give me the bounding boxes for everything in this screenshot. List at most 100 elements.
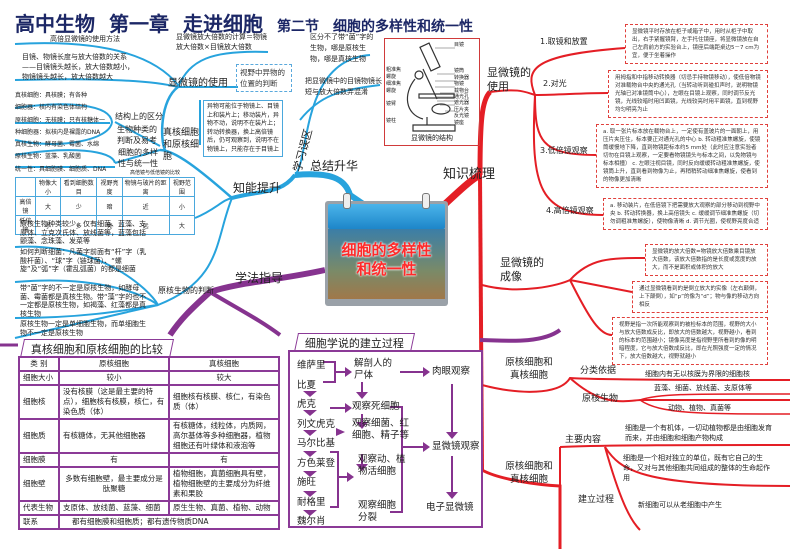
title-chapter: 第一章	[109, 12, 169, 36]
step: 观察细胞分裂	[358, 500, 397, 523]
table-row: 联系都有细胞膜和细胞质；都有遗传物质DNA	[18, 514, 280, 530]
microscope-icon	[406, 42, 456, 132]
td: 支原体、放线菌、蓝藻、细菌	[58, 500, 170, 516]
prok-label: 原核生物	[582, 394, 619, 404]
ability-item: 原核细胞：无核膜；只有核糖体一	[15, 116, 106, 124]
ability-item: 种细胞器：拟核内是裸露的DNA	[15, 128, 101, 136]
th: 物像大小	[34, 177, 62, 197]
th: 类 别	[18, 356, 60, 372]
scientist: 虎克	[297, 399, 317, 410]
mistake-fungus: 区分不了带“菌”字的生物，哪是原核生物，哪是真核生物	[310, 33, 374, 63]
ability-item: 原核生物：蓝藻、乳酸菌	[15, 153, 82, 161]
scientist: 魏尔肖	[297, 516, 326, 527]
process: 新细胞可以从老细胞中产生	[638, 501, 722, 509]
title-section: 第二节	[277, 19, 319, 35]
basis: 细胞内有无以核膜为界限的细胞核	[645, 370, 750, 378]
length-relation: 目镜、物镜长度与放大倍数的关系——目镜镜头越长，放大倍数越小，物镜镜头越长，放大…	[22, 53, 134, 81]
prok-example: 蓝藻、细菌、放线菌、支原体等	[654, 384, 752, 392]
label: 反光镜	[454, 113, 470, 120]
td: 较大	[168, 370, 280, 386]
label: 镜臂	[386, 101, 397, 107]
table-row: 细胞膜有有	[18, 452, 280, 468]
flow-arrows	[303, 361, 458, 516]
label: 通光孔	[454, 94, 470, 101]
scientist: 施旺	[297, 477, 317, 488]
table-row: 高倍镜大少暗近小	[15, 196, 196, 216]
label: 载物台	[454, 87, 470, 94]
td: 亮	[96, 215, 123, 235]
scientist: 马尔比基	[297, 438, 336, 449]
th: 真核细胞	[168, 356, 280, 372]
label: 物镜	[454, 81, 465, 88]
label: 转换器	[454, 74, 470, 81]
label: 细准焦螺旋	[386, 81, 402, 94]
td: 有	[168, 452, 280, 468]
method-note: 如何判断细菌：凡菌字前面有“杆”字（乳酸杆菌）、“球”字（链球菌）、“螺旋”及“…	[20, 248, 147, 273]
step-label: 4.高倍镜观察	[546, 206, 594, 215]
ability-microscope-use: 显微镜的使用	[168, 78, 228, 89]
td: 大	[34, 196, 62, 216]
step-label: 1.取镜和放置	[540, 37, 588, 46]
table-row: 细胞大小较小较大	[18, 370, 280, 386]
table-row: 代表生物支原体、放线菌、蓝藻、细菌原生生物、真菌、植物、动物	[18, 500, 280, 516]
ring-icon	[422, 193, 430, 209]
step-label: 2.对光	[543, 79, 567, 88]
content-label: 主要内容	[565, 435, 602, 445]
label: 目镜	[454, 42, 465, 48]
scientist: 维萨里	[297, 360, 326, 371]
compare-table-title: 高倍镜与低倍镜的比较	[130, 170, 181, 176]
knowledge-cells-1: 原核细胞和真核细胞	[505, 357, 553, 381]
title-main: 高中生物	[15, 12, 95, 36]
td: 没有核膜（这是最主要的特点），细胞核有核膜，核仁，有染色质（体）	[58, 384, 170, 420]
table-row: 低倍镜小多亮远大	[15, 215, 196, 235]
species-judge: 生物种类的判断及易考	[117, 125, 157, 145]
center-title-line2: 和统一性	[356, 260, 417, 278]
table-row: 细胞壁多数有细胞壁，最主要成分是肽聚糖植物细胞，真菌细胞具有壁，植物细胞壁的主要…	[18, 466, 280, 502]
scientist: 方色莱登	[297, 457, 336, 469]
td: 较小	[58, 370, 170, 386]
label: 镜柱	[386, 118, 397, 124]
process-label: 建立过程	[578, 495, 615, 505]
ability-item: 统一性：具细胞膜、细胞质、DNA	[15, 165, 107, 173]
mistake-lens: 把显微镜中的目镜物镜长短与放大倍数弄混淆	[305, 77, 382, 96]
foreign-object-box: 视野中异物的位置的判断	[236, 64, 292, 92]
magnification-calc: 显微镜放大倍数的计算＝物镜放大倍数×目镜放大倍数	[176, 33, 267, 51]
cell-table-title-text: 真核细胞和原核细胞的比较	[30, 343, 163, 356]
th: 物镜与玻片的距离	[121, 177, 170, 197]
basis-label: 分类依据	[580, 366, 617, 376]
knowledge-microscope-use: 显微镜的使用	[487, 66, 531, 93]
ability-item: 细胞器：核内有染色体结构	[15, 104, 88, 112]
foreign-object-detail: 异物可能位于物镜上、目镜上和装片上；移动装片，异物不动，说明不在装片上；转动转换…	[203, 100, 283, 157]
method-note: 原核生物一定是单细胞生物，而单细胞生物不一定是原核生物	[20, 320, 146, 337]
high-power-method: 高倍显微镜的使用方法	[50, 35, 120, 43]
ability-item: 真核生物：酵母菌、霉菌、水绵	[15, 141, 100, 149]
branch-ability: 知能提升	[233, 181, 282, 195]
label: 压片夹	[454, 106, 470, 113]
label: 粗准焦螺旋	[386, 67, 402, 80]
td: 小	[34, 215, 62, 235]
title-section-name: 细胞的多样性和统一性	[333, 19, 473, 35]
th: 视野亮度	[96, 177, 123, 197]
imaging-note: 视野是指一次所能观察到的被检标本的范围，视野的大小与放大倍数成反比，即放大的倍数…	[612, 317, 768, 365]
label: 镜筒	[454, 68, 465, 75]
knowledge-imaging: 显微镜的成像	[500, 256, 544, 283]
td: 原生生物、真菌、植物、动物	[168, 500, 280, 516]
step-detail: a. 取一张片标本放在载物台上，一定使有盖玻片的一面朝上，用压片夹压住，标本要正…	[596, 124, 768, 188]
td: 有	[58, 452, 170, 468]
branch-knowledge: 知识梳理	[443, 167, 496, 182]
ability-cells: 真核细胞和原核细胞	[163, 128, 200, 162]
td: 细胞大小	[18, 370, 60, 386]
imaging-note: 显微镜的放大倍数=物镜放大倍数乘目镜放大倍数，该放大倍数指的是长度或宽度的放大，…	[645, 244, 768, 276]
td: 联系	[18, 514, 60, 530]
microscope-caption: 显微镜的结构	[411, 134, 453, 142]
content: 细胞是一个有机体，一切动植物都是由细胞发育而来，并由细胞和细胞产物构成	[625, 424, 772, 442]
td: 植物细胞，真菌细胞具有壁，植物细胞壁的主要成分为纤维素和果胶	[168, 466, 280, 502]
td: 高倍镜	[15, 196, 36, 216]
method: 显微镜观察	[432, 441, 480, 452]
td: 细胞膜	[18, 452, 60, 468]
method-note: 原核生物种类较少，仅有细菌、蓝藻、支原体、立克次氏体、放线菌等，蓝藻包括颤藻、念…	[20, 220, 146, 245]
step-label: 3.低倍镜观察	[540, 146, 588, 155]
structure-diff: 结构上的区分	[115, 112, 163, 121]
table-row: 细胞核没有核膜（这是最主要的特点），细胞核有核膜，核仁，有染色质（体）细胞核有核…	[18, 384, 280, 420]
ability-items: 真核细胞：具核膜；有各种 细胞器：核内有染色体结构 原核细胞：无核膜；只有核糖体…	[15, 90, 115, 176]
